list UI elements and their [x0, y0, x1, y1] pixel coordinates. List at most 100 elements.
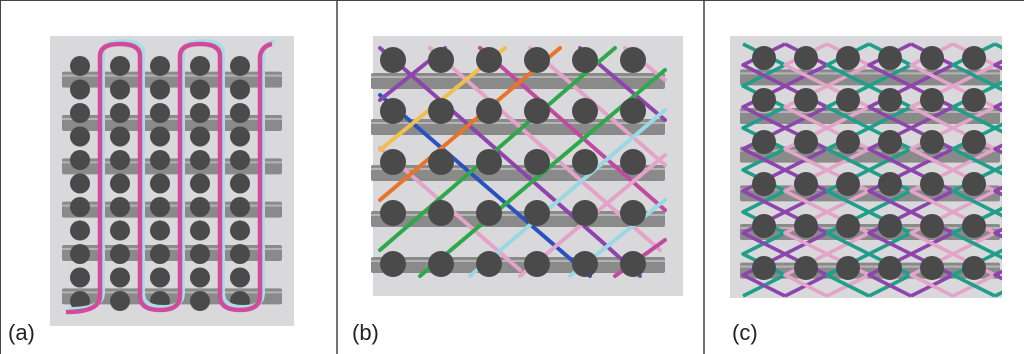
- pin-dot: [150, 150, 170, 170]
- braid-strand: [528, 46, 667, 167]
- pin-dot: [150, 126, 170, 147]
- pin-dot: [70, 56, 90, 76]
- pin-dot: [230, 56, 250, 76]
- pin-dot: [110, 79, 130, 100]
- pin-dot: [620, 47, 646, 73]
- pin-dot: [190, 291, 210, 311]
- pin-dot: [524, 98, 550, 124]
- braid-strand: [825, 42, 871, 298]
- pin-dot: [190, 197, 210, 217]
- serpentine-strand: [65, 41, 273, 315]
- overflow-mask: [1002, 30, 1024, 310]
- pin-dot: [962, 256, 986, 280]
- pin-dot: [476, 98, 502, 124]
- pin-dot: [620, 251, 646, 277]
- panel-b-label: (b): [352, 320, 379, 345]
- pin-dot: [878, 88, 902, 112]
- pin-dot: [230, 150, 250, 170]
- pin-dot: [572, 47, 598, 73]
- pin-dot: [572, 98, 598, 124]
- pin-dot: [878, 256, 902, 280]
- pin-dot: [380, 98, 406, 124]
- pin-dot: [476, 47, 502, 73]
- pin-dot: [572, 200, 598, 226]
- pin-dot: [920, 214, 944, 238]
- pin-dot: [962, 172, 986, 196]
- pin-dot: [920, 256, 944, 280]
- pin-dot: [110, 150, 130, 170]
- pin-dot: [878, 46, 902, 70]
- panel-c-label: (c): [732, 320, 758, 345]
- pin-dot: [150, 56, 170, 76]
- braid-strand: [741, 42, 787, 298]
- pin-dot: [794, 130, 818, 154]
- pin-dot: [230, 244, 250, 264]
- pin-dot: [190, 56, 210, 76]
- pin-dot: [620, 149, 646, 175]
- pin-dot: [752, 172, 776, 196]
- pin-dot: [230, 197, 250, 217]
- pin-dot: [428, 200, 454, 226]
- braid-strand: [867, 42, 913, 298]
- braid-strand: [783, 42, 829, 298]
- pin-dot: [878, 172, 902, 196]
- pin-dot: [794, 172, 818, 196]
- pin-dot: [476, 251, 502, 277]
- pin-dot: [190, 79, 210, 100]
- pin-dot: [230, 173, 250, 194]
- pin-dot: [962, 214, 986, 238]
- pin-dot: [752, 256, 776, 280]
- pin-dot: [380, 251, 406, 277]
- pin-dot: [230, 220, 250, 241]
- pin-dot: [190, 244, 210, 264]
- pin-dot: [110, 220, 130, 241]
- pin-dot: [110, 267, 130, 288]
- pin-dot: [836, 46, 860, 70]
- pin-dot: [752, 214, 776, 238]
- pin-dot: [70, 244, 90, 264]
- pin-dot: [524, 251, 550, 277]
- pin-dot: [524, 149, 550, 175]
- pin-dot: [380, 149, 406, 175]
- pin-dot: [962, 88, 986, 112]
- pin-dot: [476, 200, 502, 226]
- pin-dot: [572, 149, 598, 175]
- pin-dot: [230, 79, 250, 100]
- pin-dot: [572, 251, 598, 277]
- pin-dot: [230, 126, 250, 147]
- pin-dot: [190, 103, 210, 123]
- pin-dot: [70, 103, 90, 123]
- panel-a-serpentine-pattern: [50, 36, 294, 326]
- pin-dot: [70, 150, 90, 170]
- pin-dot: [524, 47, 550, 73]
- pin-dot: [920, 88, 944, 112]
- pin-dot: [110, 56, 130, 76]
- pin-dot: [150, 173, 170, 194]
- pin-dot: [878, 214, 902, 238]
- pin-dot: [836, 130, 860, 154]
- pin-dot: [150, 197, 170, 217]
- pin-dot: [620, 98, 646, 124]
- braid-strand: [378, 46, 562, 202]
- pin-dot: [150, 103, 170, 123]
- braid-strand: [468, 108, 667, 278]
- pin-dot: [70, 220, 90, 241]
- pin-dot: [428, 251, 454, 277]
- pin-dot: [428, 98, 454, 124]
- braid-strand: [951, 42, 997, 298]
- pin-dot: [190, 150, 210, 170]
- pin-dot: [962, 46, 986, 70]
- pin-dot: [70, 126, 90, 147]
- pin-dot: [752, 130, 776, 154]
- pin-dot: [920, 130, 944, 154]
- pin-dot: [190, 220, 210, 241]
- pin-dot: [70, 267, 90, 288]
- pin-dot: [190, 267, 210, 288]
- pin-dot: [836, 256, 860, 280]
- pin-dot: [794, 46, 818, 70]
- pin-dot: [150, 220, 170, 241]
- pin-dot: [70, 79, 90, 100]
- pin-dot: [230, 103, 250, 123]
- pin-dot: [524, 200, 550, 226]
- pin-dot: [752, 88, 776, 112]
